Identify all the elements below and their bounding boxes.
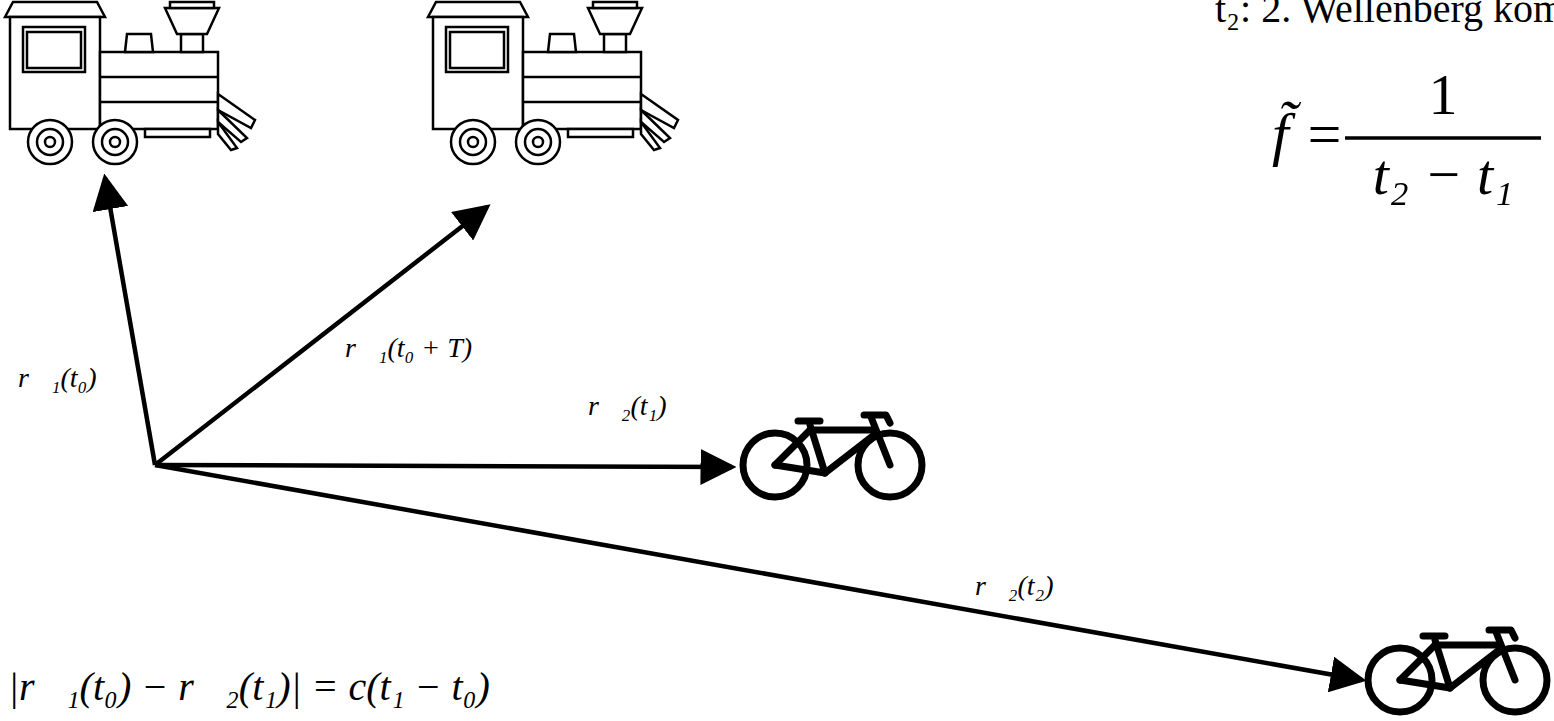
formula-numerator: 1	[1429, 62, 1458, 129]
bicycle-drawing	[1368, 630, 1547, 712]
event-note: t₂: 2. Wellenberg kommt an	[1215, 0, 1554, 32]
vector-label: r⃗₁(t₀)	[18, 362, 97, 394]
vector-arrow	[155, 207, 487, 465]
formula-term: f̃ =	[1272, 100, 1344, 169]
distance-equation: |r⃗₁(t₀) − r⃗₂(t₁)| = c(t₁ − t₀)	[8, 664, 490, 710]
bicycle-drawing	[743, 415, 922, 497]
locomotive-drawing	[5, 2, 255, 164]
vector-arrow	[105, 178, 155, 465]
vector-arrow	[155, 465, 1362, 680]
fraction-bar	[1345, 136, 1541, 140]
vector-arrow	[155, 465, 732, 467]
vector-label: r⃗₂(t₁)	[588, 390, 667, 422]
formula-denominator: t₂ − t₁	[1373, 142, 1514, 209]
vector-label: r⃗₂(t₂)	[975, 570, 1054, 602]
locomotive-drawing	[428, 2, 678, 164]
vector-label: r⃗₁(t₀ + T)	[345, 332, 472, 364]
